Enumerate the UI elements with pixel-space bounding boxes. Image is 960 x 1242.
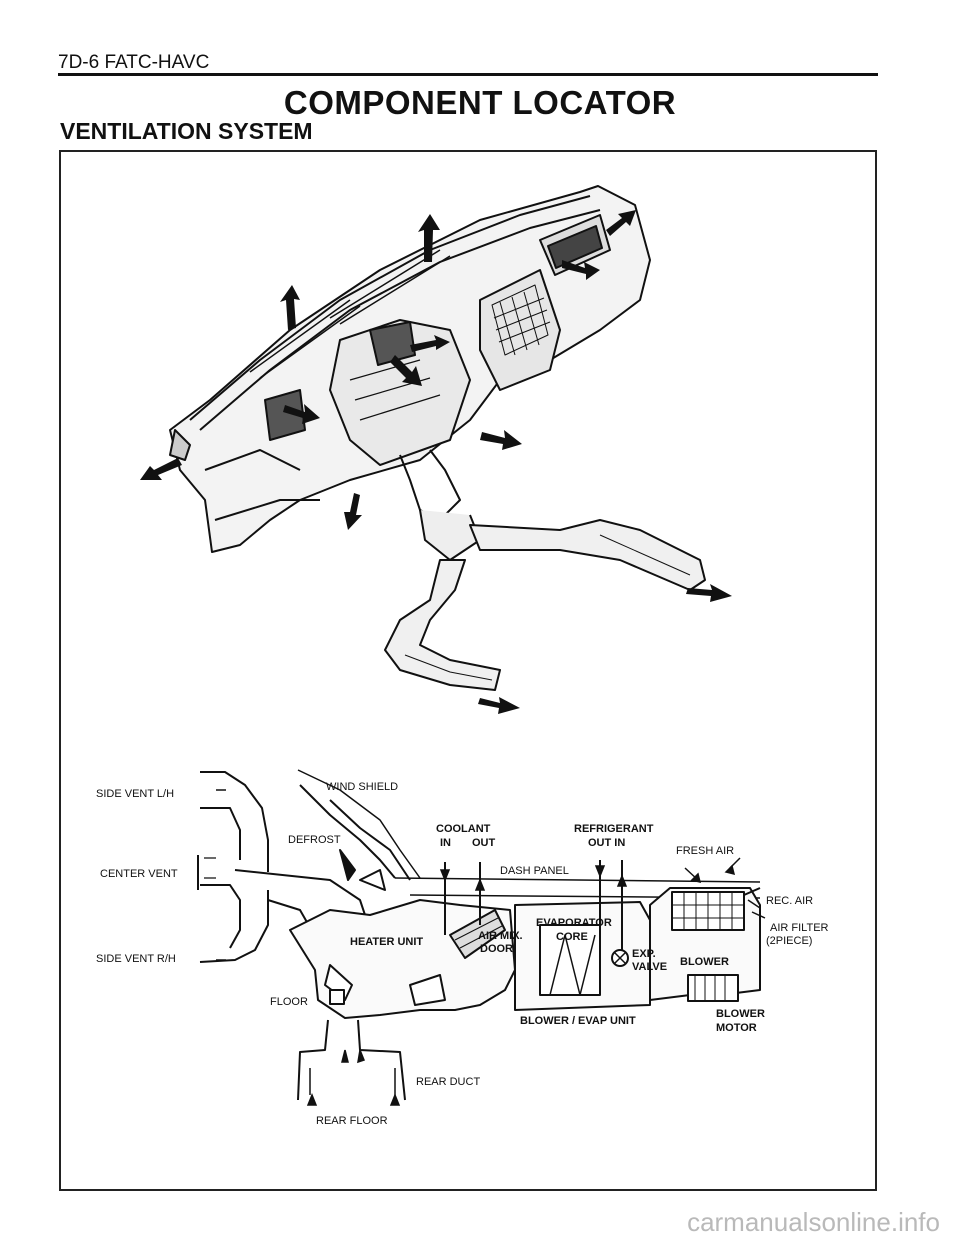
label-exp: EXP. (632, 948, 656, 960)
page-header: 7D-6 FATC-HAVC (58, 52, 210, 73)
airflow-arrows-top (140, 210, 732, 714)
label-refrigerant: REFRIGERANT (574, 823, 654, 835)
watermark-text: carmanualsonline.info (687, 1207, 940, 1237)
figure-frame (59, 150, 877, 1191)
label-blower: BLOWER (680, 956, 729, 968)
label-blower-evap-unit: BLOWER / EVAP UNIT (520, 1015, 636, 1027)
label-side-vent-rh: SIDE VENT R/H (96, 953, 176, 965)
label-air-filter: AIR FILTER (770, 922, 829, 934)
label-coolant-out: OUT (472, 837, 496, 849)
label-blower-motor-2: MOTOR (716, 1022, 757, 1034)
label-coolant-in: IN (440, 837, 451, 849)
label-evaporator-core: CORE (556, 931, 588, 943)
diagram-labels: SIDE VENT L/H CENTER VENT SIDE VENT R/H … (96, 781, 829, 1127)
label-evaporator: EVAPORATOR (536, 917, 612, 929)
schematic (197, 769, 761, 1101)
label-fresh-air: FRESH AIR (676, 845, 734, 857)
label-rec-air: REC. AIR (766, 895, 813, 907)
label-dash-panel: DASH PANEL (500, 865, 569, 877)
dashboard-illustration (169, 185, 706, 691)
label-valve: VALVE (632, 961, 667, 973)
section-subtitle: VENTILATION SYSTEM (60, 118, 313, 144)
label-refrigerant-out-in: OUT IN (588, 837, 625, 849)
label-wind-shield: WIND SHIELD (326, 781, 398, 793)
label-side-vent-lh: SIDE VENT L/H (96, 788, 174, 800)
label-blower-motor-1: BLOWER (716, 1008, 765, 1020)
label-air-mix-door: DOOR (480, 943, 513, 955)
label-coolant: COOLANT (436, 823, 491, 835)
label-rear-duct: REAR DUCT (416, 1076, 480, 1088)
airflow-arrows-schematic (216, 789, 766, 1106)
page-title: COMPONENT LOCATOR (283, 84, 677, 121)
label-defrost: DEFROST (288, 834, 341, 846)
label-air-filter-2piece: (2PIECE) (766, 935, 812, 947)
label-center-vent: CENTER VENT (100, 868, 178, 880)
label-floor: FLOOR (270, 996, 308, 1008)
label-air-mix: AIR MIX. (478, 930, 523, 942)
label-rear-floor: REAR FLOOR (316, 1115, 388, 1127)
label-heater-unit: HEATER UNIT (350, 936, 423, 948)
header-rule (58, 73, 878, 76)
